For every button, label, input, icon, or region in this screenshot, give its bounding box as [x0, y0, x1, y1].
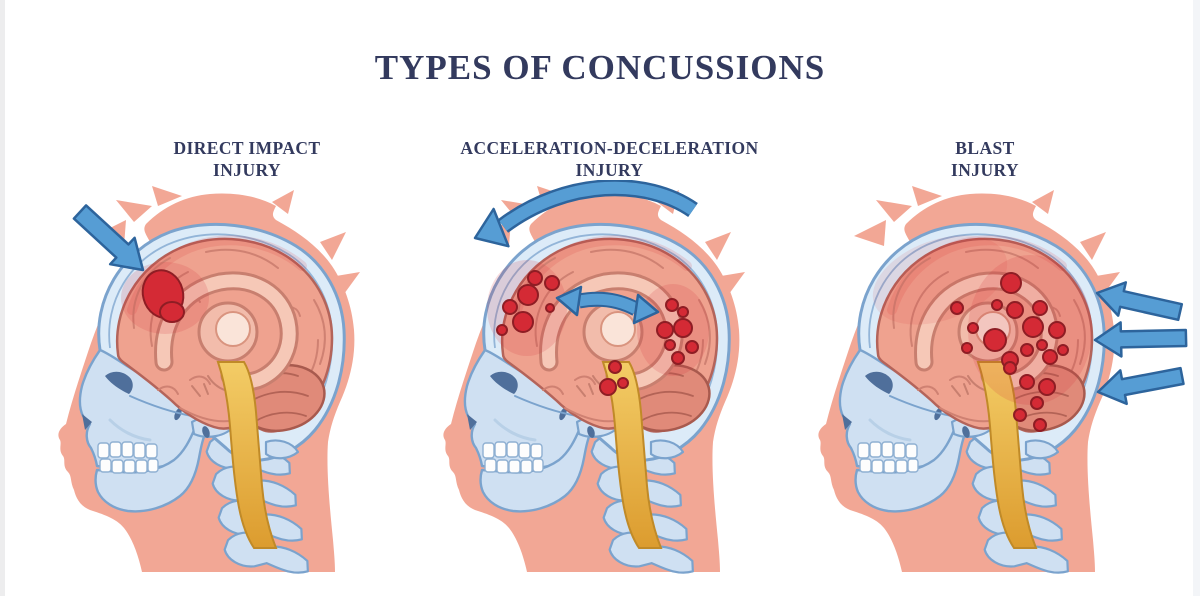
panel-blast-label: BLAST INJURY — [780, 137, 1190, 181]
page-title: TYPES OF CONCUSSIONS — [374, 48, 826, 87]
panel-direct-impact: DIRECT IMPACT INJURY — [30, 0, 370, 596]
hemorrhage-spots — [141, 269, 185, 323]
hemorrhage-spots — [950, 272, 1069, 432]
label-line1: ACCELERATION-DECELERATION — [460, 138, 759, 158]
panel-direct-impact-label: DIRECT IMPACT INJURY — [77, 137, 417, 181]
head-illustration-direct-impact — [30, 180, 370, 596]
head-illustration-blast — [790, 180, 1188, 596]
screen-edge-right — [1193, 0, 1200, 596]
blast-arrow-middle — [1093, 321, 1188, 358]
label-line2: INJURY — [951, 160, 1019, 180]
panel-acceleration-deceleration-label: ACCELERATION-DECELERATION INJURY — [437, 137, 782, 181]
label-line1: DIRECT IMPACT — [173, 138, 321, 158]
blast-arrows-icon — [1093, 281, 1188, 406]
shear-arrow-icon — [555, 285, 660, 325]
label-line2: INJURY — [575, 160, 644, 180]
impact-arrow-icon — [72, 204, 145, 272]
label-line1: BLAST — [955, 138, 1015, 158]
blast-arrow-top — [1095, 281, 1184, 322]
hemorrhage-spots — [496, 270, 699, 396]
blast-arrow-bottom — [1096, 366, 1185, 406]
head-illustration-acceleration-deceleration — [415, 180, 760, 596]
rotation-arrow-icon — [473, 180, 698, 248]
label-line2: INJURY — [213, 160, 281, 180]
screen-edge-left — [0, 0, 5, 596]
panel-blast: BLAST INJURY — [790, 0, 1200, 596]
panel-acceleration-deceleration: ACCELERATION-DECELERATION INJURY — [415, 0, 760, 596]
